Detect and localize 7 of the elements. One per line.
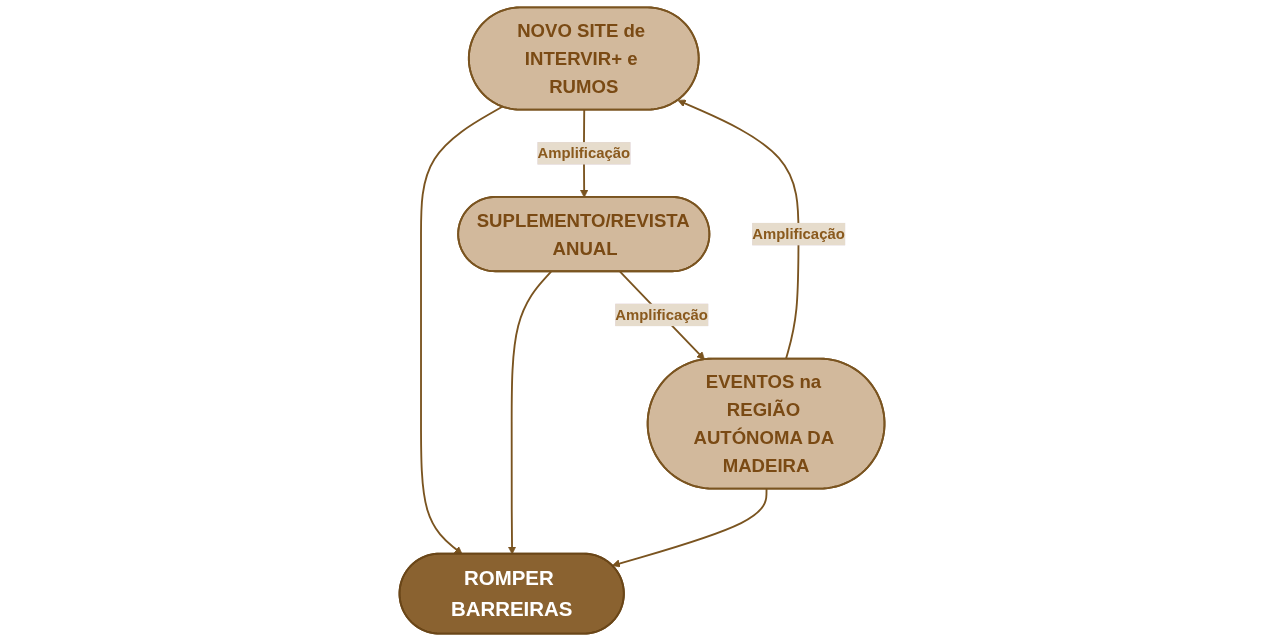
edge-label: Amplificação (538, 144, 631, 161)
arrow (420, 105, 504, 555)
edge-label: Amplificação (752, 225, 846, 242)
edge-label: Amplificação (615, 306, 709, 323)
arrow (678, 99, 800, 360)
arrow (612, 488, 768, 568)
arrow (508, 270, 553, 555)
